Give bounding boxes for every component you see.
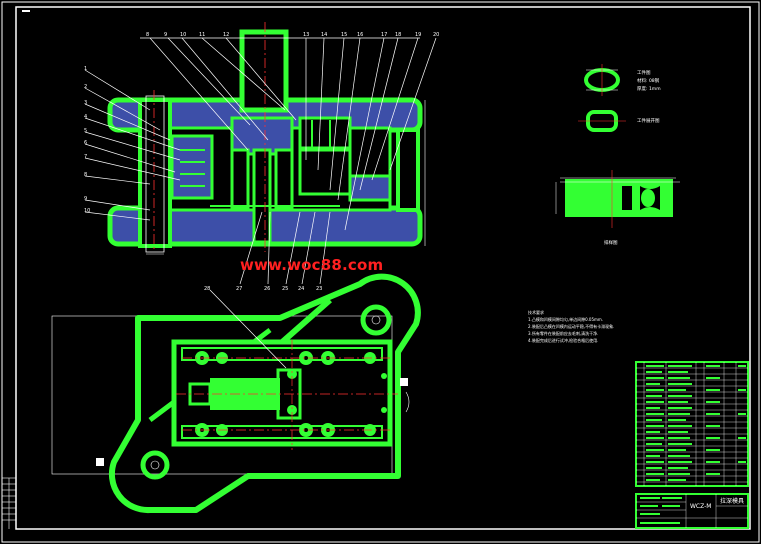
- svg-text:2: 2: [84, 84, 87, 90]
- svg-text:技术要求: 技术要求: [528, 309, 544, 315]
- svg-text:13: 13: [303, 32, 309, 38]
- bom-table: [635, 361, 749, 487]
- svg-text:17: 17: [381, 32, 387, 38]
- svg-text:19: 19: [415, 32, 421, 38]
- svg-text:3: 3: [84, 100, 87, 106]
- svg-text:10: 10: [84, 208, 90, 214]
- svg-text:7: 7: [84, 154, 87, 160]
- svg-text:材料: 08钢: 材料: 08钢: [637, 77, 660, 84]
- part-sketch-top: 工件图 材料: 08钢 厚度: 1mm 工件展开图: [578, 64, 661, 132]
- svg-text:23: 23: [316, 286, 322, 292]
- strip-layout: 排样图: [555, 170, 680, 246]
- svg-text:25: 25: [282, 286, 288, 292]
- svg-text:1.凸模和凹模间隙均匀,单边间隙0.05mm.: 1.凸模和凹模间隙均匀,单边间隙0.05mm.: [528, 316, 603, 322]
- svg-text:2.装配后凸模在凹模内运动平稳,不得有卡滞现象.: 2.装配后凸模在凹模内运动平稳,不得有卡滞现象.: [528, 323, 614, 329]
- watermark-text: www.woc88.com: [240, 256, 384, 274]
- left-margin-table: [2, 477, 16, 529]
- svg-text:8: 8: [84, 172, 87, 178]
- drawing-number: WCZ-M: [690, 503, 712, 510]
- svg-text:20: 20: [433, 32, 439, 38]
- svg-text:厚度: 1mm: 厚度: 1mm: [637, 85, 661, 92]
- svg-text:4: 4: [84, 114, 87, 120]
- svg-text:1: 1: [84, 66, 87, 72]
- svg-text:12: 12: [223, 32, 229, 38]
- svg-text:3.所有零件在装配前应去毛刺,清洗干净.: 3.所有零件在装配前应去毛刺,清洗干净.: [528, 330, 598, 336]
- svg-text:9: 9: [84, 196, 87, 202]
- title-block: [635, 493, 749, 529]
- svg-text:排样图: 排样图: [604, 239, 618, 246]
- svg-text:16: 16: [357, 32, 363, 38]
- technical-notes: 技术要求 1.凸模和凹模间隙均匀,单边间隙0.05mm. 2.装配后凸模在凹模内…: [528, 309, 614, 343]
- part-name: 拉深模具: [720, 498, 745, 505]
- svg-text:6: 6: [84, 140, 87, 146]
- svg-text:28: 28: [204, 286, 210, 292]
- plan-view: 28: [51, 273, 421, 514]
- svg-text:11: 11: [199, 32, 205, 38]
- svg-text:14: 14: [321, 32, 327, 38]
- svg-text:24: 24: [298, 286, 304, 292]
- svg-text:4.装配完成后进行试冲,检验合格后使用.: 4.装配完成后进行试冲,检验合格后使用.: [528, 337, 598, 343]
- svg-text:15: 15: [341, 32, 347, 38]
- svg-text:18: 18: [395, 32, 401, 38]
- svg-text:9: 9: [164, 32, 167, 38]
- svg-text:27: 27: [236, 286, 242, 292]
- svg-text:工件展开图: 工件展开图: [637, 117, 660, 124]
- svg-text:10: 10: [180, 32, 186, 38]
- svg-text:工件图: 工件图: [637, 69, 651, 76]
- svg-text:26: 26: [264, 286, 270, 292]
- inner-frame: [15, 6, 751, 530]
- svg-text:5: 5: [84, 128, 87, 134]
- corner-label: [22, 10, 30, 12]
- svg-text:8: 8: [146, 32, 149, 38]
